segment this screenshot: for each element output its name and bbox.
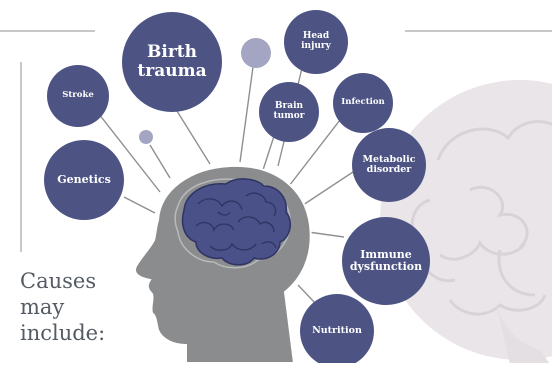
bubbles	[44, 10, 430, 363]
connector-lines	[87, 55, 357, 305]
head-injury-label: Head injury	[301, 31, 331, 51]
genetics-bubble	[44, 140, 124, 220]
genetics-label: Genetics	[57, 172, 111, 186]
nutrition-label: Nutrition	[312, 324, 362, 336]
stroke-bubble	[47, 65, 109, 127]
decorative-rules	[0, 30, 552, 252]
brain-tumor-bubble	[259, 82, 319, 142]
caption-line-2: may	[20, 295, 65, 319]
infection-bubble	[333, 73, 393, 133]
background-brain-icon	[380, 80, 552, 363]
metabolic-disorder-label: Metabolic disorder	[362, 153, 416, 175]
immune-dysfunction-bubble	[342, 217, 430, 305]
metabolic-disorder-bubble	[352, 128, 426, 202]
stroke-label: Stroke	[62, 90, 94, 101]
caption-line-3: include:	[20, 321, 106, 345]
infection-label: Infection	[341, 97, 385, 108]
nutrition-bubble	[300, 294, 374, 363]
caption-text: Causes may include:	[20, 268, 140, 346]
decorative-dot-small	[139, 130, 153, 144]
decorative-dot-large	[241, 38, 271, 68]
caption-line-1: Causes	[20, 269, 97, 293]
brain-icon	[174, 178, 292, 269]
birth-trauma-label: Birth trauma	[137, 42, 207, 81]
head-injury-bubble	[284, 10, 348, 74]
birth-trauma-bubble	[122, 12, 222, 112]
brain-tumor-label: Brain tumor	[273, 101, 305, 121]
immune-dysfunction-label: Immune dysfunction	[349, 247, 423, 273]
